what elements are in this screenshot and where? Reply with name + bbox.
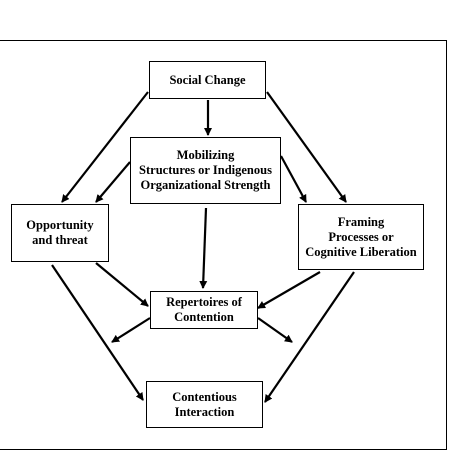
node-framing-processes: Framing Processes or Cognitive Liberatio…: [298, 204, 424, 270]
arrow-mobilizing-to-repertoires: [199, 207, 208, 289]
node-social-change: Social Change: [149, 61, 266, 99]
arrow-framing-to-contentious: [264, 271, 355, 403]
arrow-opportunity-to-contentious: [51, 264, 144, 401]
node-contentious-interaction: Contentious Interaction: [146, 381, 263, 428]
arrow-opportunity-to-repertoires: [95, 262, 149, 307]
arrow-mobilizing-to-opportunity: [95, 161, 131, 203]
node-mobilizing-structures: Mobilizing Structures or Indigenous Orga…: [130, 137, 281, 204]
arrow-repertoires-to-outward-right: [257, 317, 293, 343]
node-repertoires-of-contention: Repertoires of Contention: [150, 291, 258, 329]
node-opportunity-threat: Opportunity and threat: [11, 204, 109, 262]
arrow-framing-to-repertoires: [257, 271, 321, 309]
arrow-social-to-opportunity: [61, 91, 149, 203]
arrow-repertoires-to-outward-left: [111, 317, 151, 343]
arrow-social-to-framing: [266, 91, 347, 203]
arrow-mobilizing-to-framing: [280, 155, 307, 203]
diagram-frame: [0, 40, 447, 450]
